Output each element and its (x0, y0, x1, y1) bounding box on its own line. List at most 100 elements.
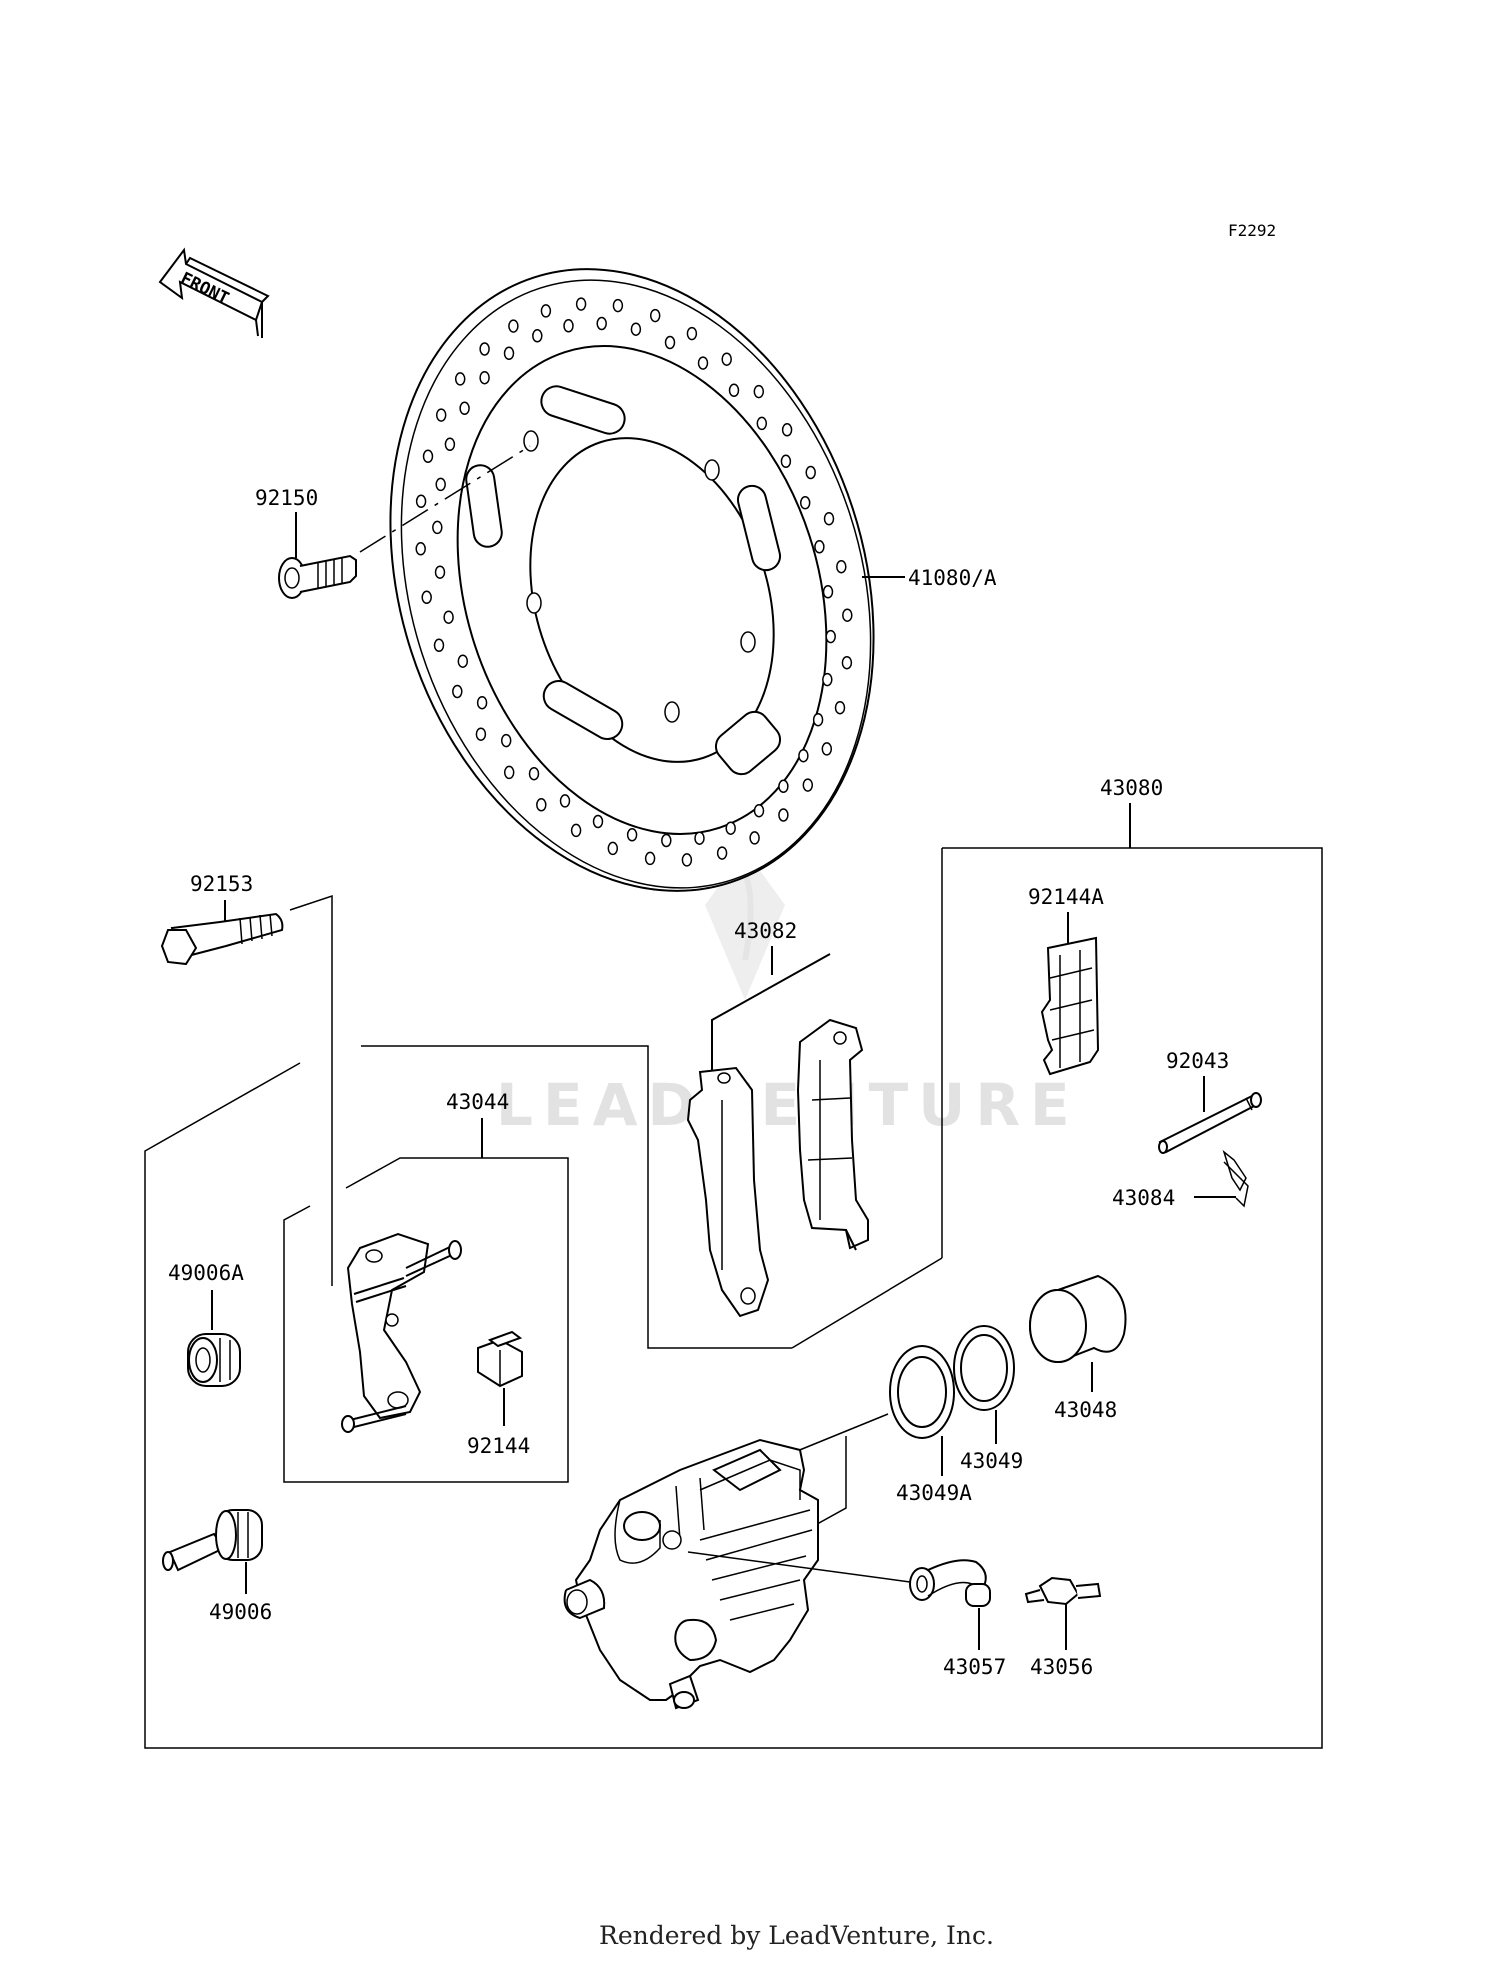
caliper-bracket-43044 (341, 1232, 462, 1433)
watermark: LEADVENTURE (496, 850, 1070, 1139)
drill-hole (476, 695, 488, 710)
drill-hole (781, 423, 793, 437)
footer-credit: Rendered by LeadVenture, Inc. (599, 1921, 994, 1950)
drill-hole (540, 304, 552, 318)
drill-hole (626, 828, 638, 842)
drill-hole (575, 297, 587, 311)
drill-hole (596, 316, 607, 331)
drill-hole (721, 352, 732, 366)
drill-hole (422, 449, 434, 464)
callout-49006a: 49006A (168, 1261, 244, 1285)
drill-hole (753, 803, 765, 818)
drill-hole (536, 798, 547, 812)
brake-disc-41080-a (389, 268, 875, 892)
drill-hole (805, 465, 816, 480)
drill-hole (822, 585, 834, 599)
callout-43048: 43048 (1054, 1398, 1117, 1422)
callout-43082: 43082 (734, 919, 797, 943)
disc-slots (465, 385, 782, 776)
drill-hole (503, 765, 515, 780)
drill-hole (592, 814, 604, 829)
callout-92150: 92150 (255, 486, 318, 510)
drill-hole (716, 846, 728, 860)
pad-pin-92043 (1158, 1092, 1262, 1154)
drill-hole (681, 853, 693, 867)
drill-hole (686, 326, 698, 341)
callout-92144a: 92144A (1028, 885, 1104, 909)
drill-hole (798, 748, 809, 763)
drill-hole (825, 629, 836, 644)
drill-hole (459, 401, 470, 416)
drill-hole (457, 654, 469, 668)
bleeder-valve-43056 (1024, 1576, 1102, 1606)
piston-43048 (1029, 1274, 1127, 1363)
drill-hole (444, 437, 456, 452)
drill-hole (415, 542, 426, 556)
drill-hole (475, 727, 487, 741)
disc-mount-holes (523, 430, 756, 723)
callout-43084: 43084 (1112, 1186, 1175, 1210)
pad-spring-92144a (1040, 936, 1100, 1076)
drill-hole (753, 384, 765, 399)
drill-hole (452, 684, 463, 699)
drill-hole (836, 559, 847, 574)
drill-hole (728, 383, 740, 398)
drill-hole (479, 370, 490, 385)
callout-43049: 43049 (960, 1449, 1023, 1473)
clip-92144 (477, 1330, 523, 1388)
drill-hole (528, 766, 540, 781)
drill-hole (821, 742, 833, 756)
drill-hole (434, 565, 446, 579)
drill-hole (644, 851, 656, 866)
figure-code: F2292 (1228, 221, 1276, 240)
drill-hole (814, 540, 825, 554)
callout-41080-a: 41080/A (908, 566, 997, 590)
drill-hole (834, 700, 846, 715)
drill-hole (532, 329, 543, 343)
drill-hole (661, 833, 672, 848)
brake-pad-right-43082 (796, 1018, 869, 1251)
drill-hole (570, 823, 582, 838)
drill-hole (433, 638, 445, 653)
drill-hole (842, 608, 853, 622)
drill-hole (799, 496, 811, 510)
seal-43049a (889, 1345, 955, 1439)
callout-92043: 92043 (1166, 1049, 1229, 1073)
drill-hole (435, 477, 446, 492)
drill-hole (822, 672, 833, 687)
brake-pad-left-43082 (686, 1066, 770, 1318)
assembly-outline (144, 847, 1323, 1749)
drill-hole (697, 356, 709, 370)
drill-hole (508, 319, 519, 333)
drill-hole (432, 520, 443, 535)
drill-hole (649, 308, 661, 323)
drill-hole (725, 821, 736, 835)
cap-43057 (909, 1559, 991, 1607)
seal-43049 (953, 1325, 1015, 1411)
drill-hole (749, 831, 760, 845)
drill-hole (812, 712, 824, 727)
disc-bolt-92150 (278, 554, 357, 599)
callout-43056: 43056 (1030, 1655, 1093, 1679)
drill-hole (802, 778, 814, 792)
drill-hole (435, 408, 447, 422)
drill-hole (756, 416, 768, 431)
boot-49006 (162, 1509, 263, 1572)
drill-hole (415, 494, 427, 509)
caliper-body (563, 1438, 819, 1710)
callout-43049a: 43049A (896, 1481, 972, 1505)
callout-43044: 43044 (446, 1090, 509, 1114)
drill-hole (780, 454, 792, 469)
front-arrow-icon: FRONT (158, 247, 270, 338)
callout-43057: 43057 (943, 1655, 1006, 1679)
callout-92153: 92153 (190, 872, 253, 896)
drill-hole (559, 794, 571, 808)
boot-49006a (187, 1333, 241, 1387)
drill-hole (500, 733, 512, 748)
drill-hole (694, 831, 705, 845)
drill-hole (841, 655, 853, 670)
clip-43084 (1222, 1149, 1249, 1208)
drill-hole (503, 346, 515, 361)
drill-hole (443, 610, 454, 624)
